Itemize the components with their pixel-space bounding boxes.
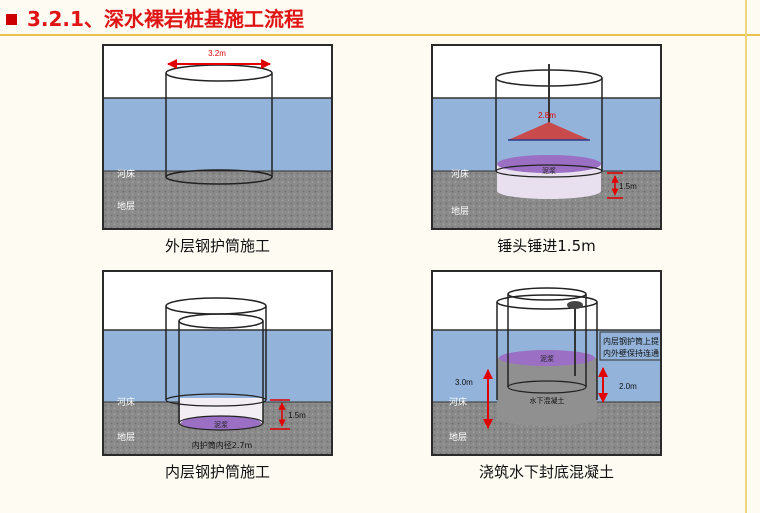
- riverbed-label: 河床: [117, 396, 135, 408]
- page-title: 3.2.1、深水裸岩桩基施工流程: [6, 7, 304, 31]
- slurry-label: 泥浆: [214, 420, 228, 429]
- note-box: [599, 331, 660, 361]
- slurry-label: 泥浆: [542, 166, 556, 175]
- water-layer: [104, 330, 331, 402]
- slurry-layer: [497, 155, 601, 173]
- inner-diameter-label: 内护筒内径2.7m: [192, 440, 253, 450]
- panel-inner-casing: 泥浆 内护筒内径2.7m 1.5m 河床 地层: [102, 270, 333, 456]
- concrete-block: [497, 358, 597, 418]
- inner-casing-diagram: 泥浆 内护筒内径2.7m 1.5m 河床 地层: [104, 297, 331, 454]
- diameter-label: 3.2m: [208, 49, 226, 58]
- depth-label: 1.5m: [619, 182, 637, 191]
- riverbed-label: 河床: [117, 168, 135, 180]
- hammer-drill-diagram: 2.8m 泥浆 1.5m 河床 地层: [433, 64, 660, 228]
- riverbed-label: 河床: [449, 396, 467, 408]
- inner-casing-top: [507, 287, 587, 301]
- depth-label: 1.5m: [288, 411, 306, 420]
- hammer-head: [508, 122, 590, 140]
- inner-casing-bottom: [178, 415, 264, 431]
- water-layer: [104, 98, 331, 171]
- left-dimension-label: 3.0m: [455, 378, 473, 387]
- slurry-layer: [181, 416, 261, 430]
- concrete-label: 水下混凝土: [530, 396, 565, 405]
- note-line-2: 内外壁保持连通: [603, 348, 659, 358]
- bullet-square-icon: [6, 14, 17, 25]
- riverbed-label: 河床: [451, 168, 469, 180]
- panel-outer-casing: 3.2m 河床 地层: [102, 44, 333, 230]
- tremie-funnel: [567, 301, 583, 309]
- outer-casing-top: [496, 294, 598, 310]
- caption-underwater-concrete: 浇筑水下封底混凝土: [478, 463, 614, 481]
- underwater-concrete-diagram: 泥浆 水下混凝土 内层钢护筒上提， 内外壁保持连通 3.0m 2.0m 河床 地…: [433, 287, 662, 454]
- caption-outer-casing: 外层钢护筒施工: [164, 237, 270, 255]
- caption-hammer-drill: 锤头锤进1.5m: [497, 237, 596, 255]
- stratum-label: 地层: [117, 200, 135, 212]
- right-dimension-label: 2.0m: [619, 382, 637, 391]
- stratum-label: 地层: [449, 431, 467, 443]
- stratum-label: 地层: [451, 205, 469, 217]
- side-rule: [745, 0, 747, 513]
- note-line-1: 内层钢护筒上提，: [603, 336, 662, 346]
- inner-casing-top: [178, 313, 264, 329]
- outer-casing-diagram: 3.2m 河床 地层: [104, 49, 331, 228]
- caption-inner-casing: 内层钢护筒施工: [164, 463, 270, 481]
- drilled-hole-bottom: [497, 183, 601, 199]
- concrete-bottom: [497, 410, 597, 426]
- slurry-layer: [499, 350, 595, 366]
- slurry-label: 泥浆: [540, 354, 554, 363]
- ground-layer: [104, 171, 331, 228]
- hammer-diameter-label: 2.8m: [538, 111, 556, 120]
- casing-top-ellipse: [165, 64, 273, 82]
- stratum-label: 地层: [117, 431, 135, 443]
- inner-casing-bottom: [507, 380, 587, 394]
- panel-hammer-drill: 2.8m 泥浆 1.5m 河床 地层: [431, 44, 662, 230]
- page-title-text: 3.2.1、深水裸岩桩基施工流程: [27, 7, 304, 31]
- panel-underwater-concrete: 泥浆 水下混凝土 内层钢护筒上提， 内外壁保持连通 3.0m 2.0m 河床 地…: [431, 270, 662, 456]
- outer-casing-top: [165, 297, 267, 315]
- header-rule: [0, 34, 760, 36]
